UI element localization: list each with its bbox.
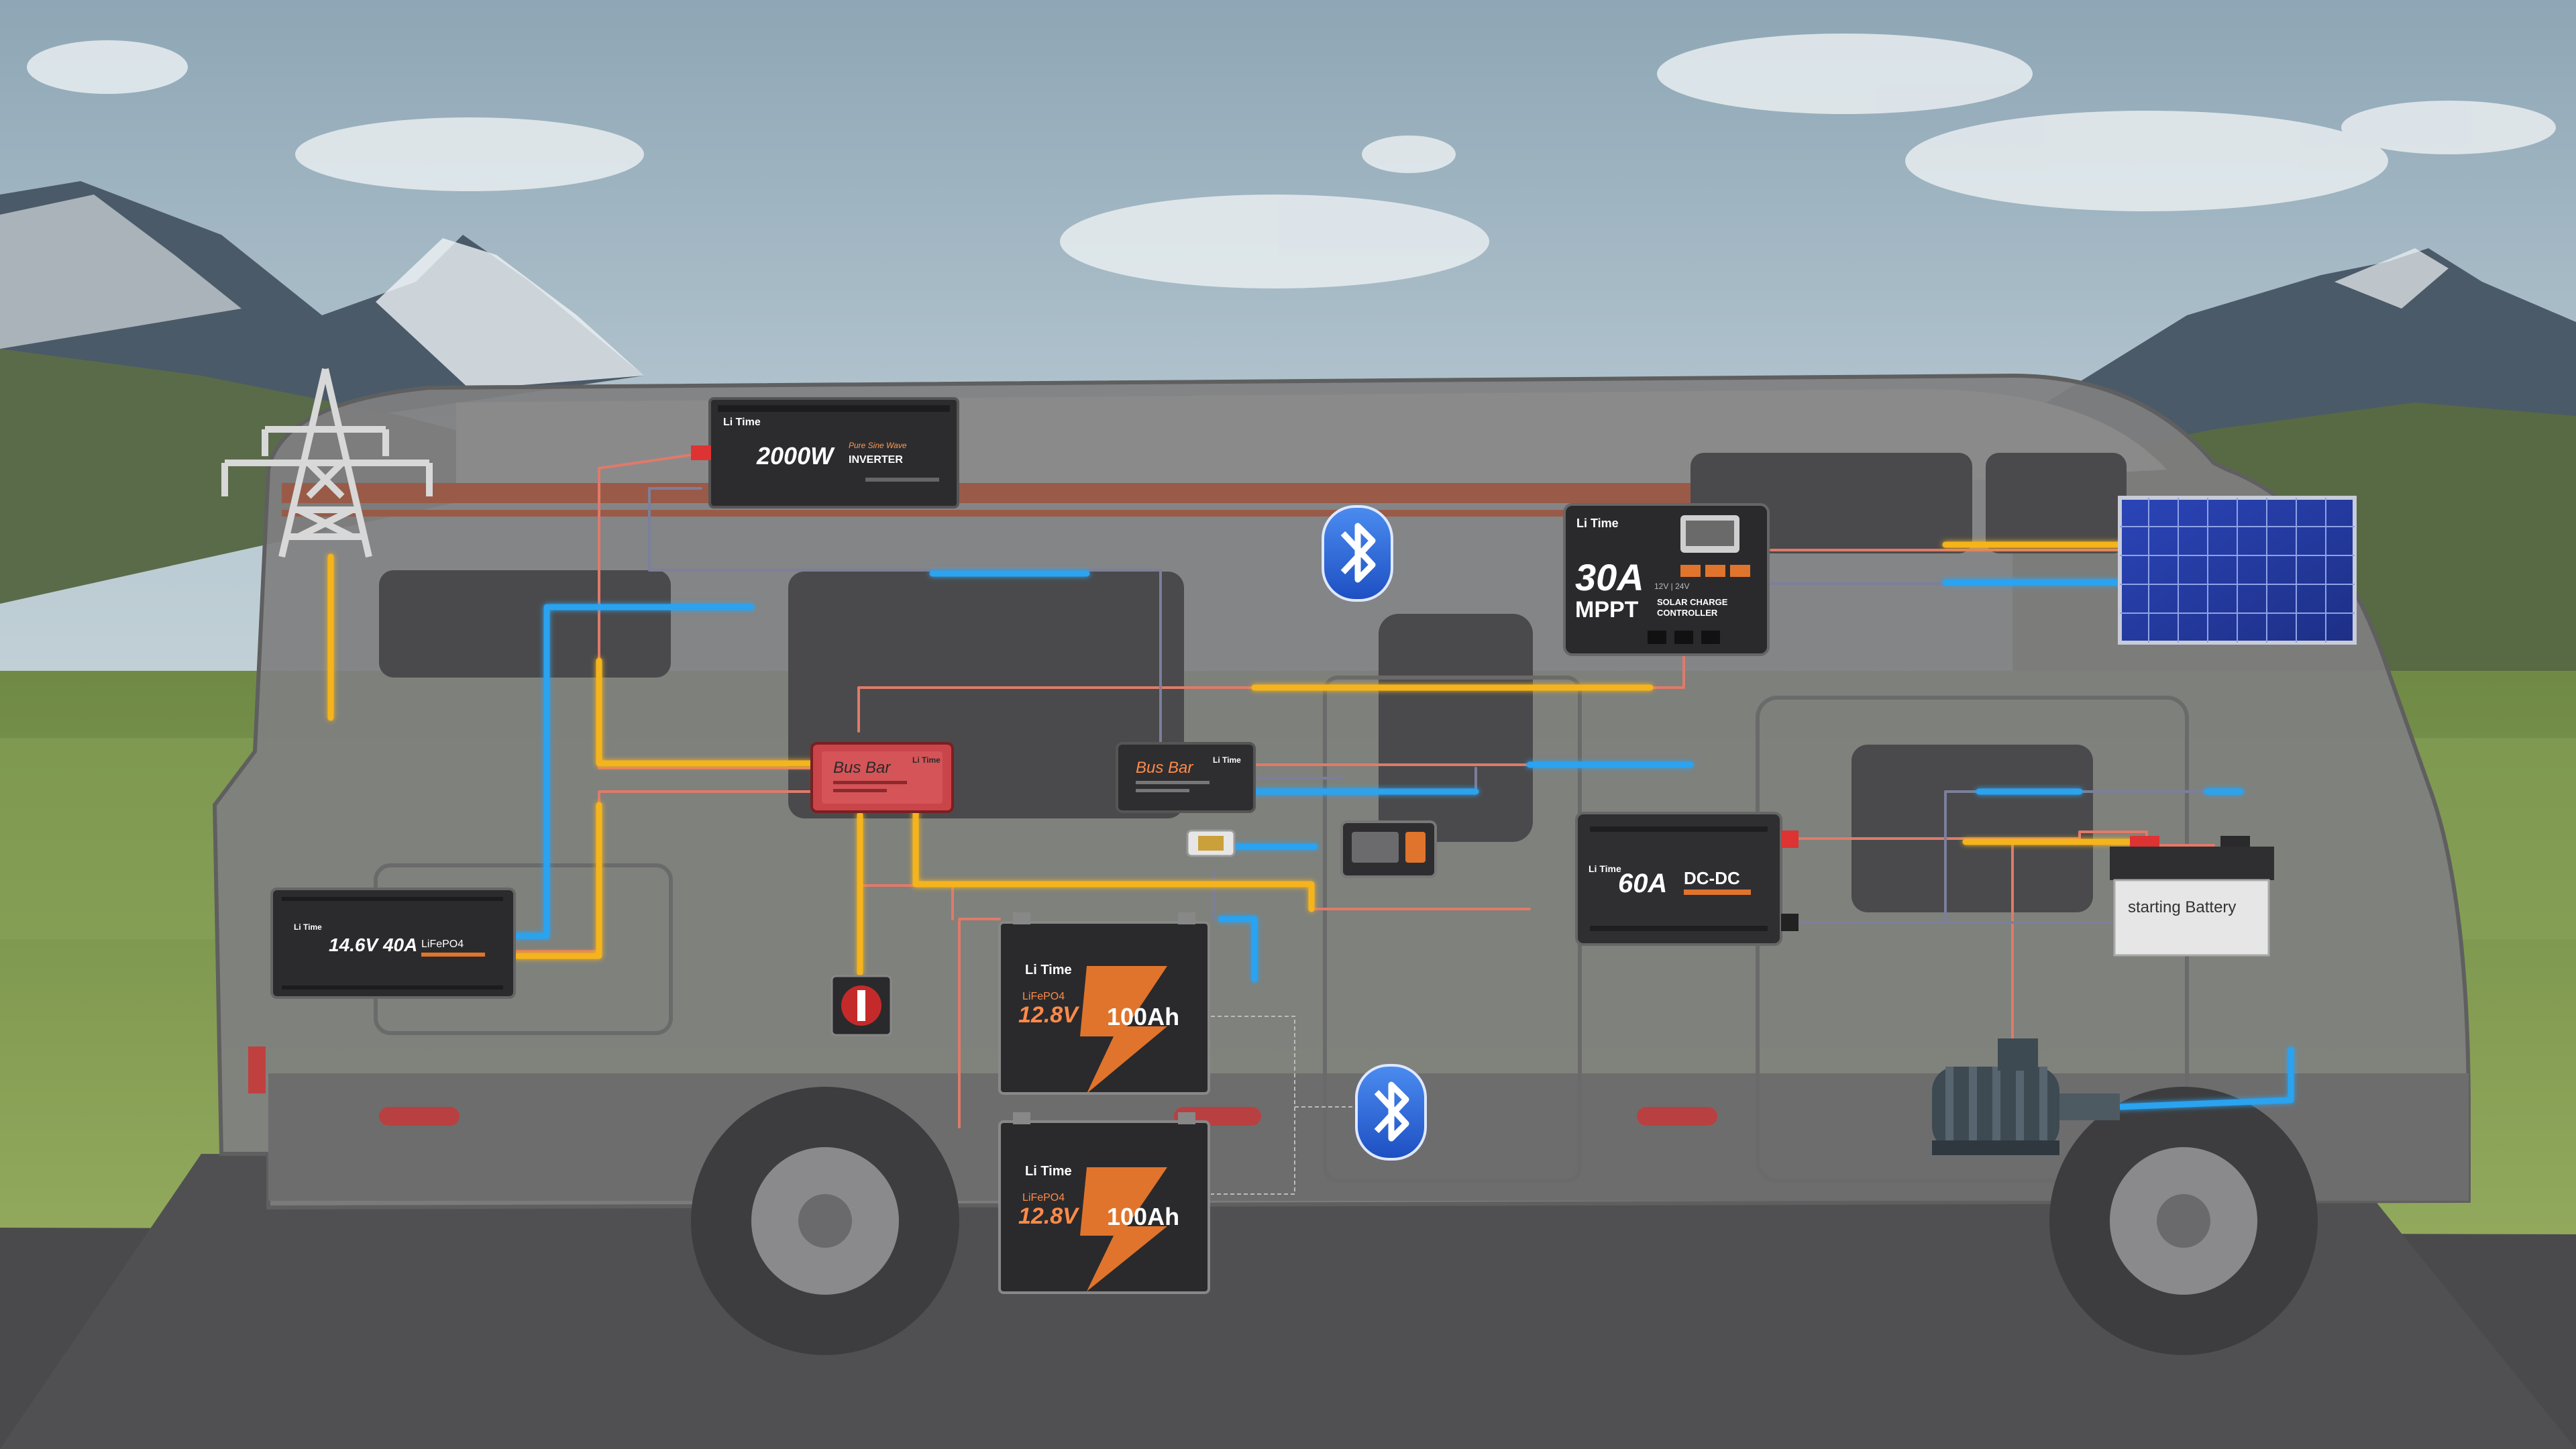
alternator-icon	[1932, 1038, 2120, 1155]
wheel-front	[2049, 1087, 2318, 1355]
mppt-desc2: CONTROLLER	[1657, 608, 1718, 618]
starting-battery-label: starting Battery	[2128, 898, 2236, 916]
mppt-amps: 30A	[1575, 556, 1644, 598]
battery-bottom-brand: Li Time	[1025, 1164, 1072, 1179]
solar-panel-icon	[2118, 496, 2357, 645]
wheel-rear	[691, 1087, 959, 1355]
inverter: Li Time 2000W Pure Sine Wave INVERTER	[691, 397, 959, 508]
charger-brand: Li Time	[294, 922, 322, 932]
battery-top-chem: LiFePO4	[1022, 991, 1065, 1002]
bluetooth-link-lines	[1211, 1016, 1355, 1195]
busbar-left: Bus Bar Li Time	[810, 742, 954, 813]
ac-charger: Li Time 14.6V 40A LiFePO4	[270, 888, 516, 999]
lifepo4-battery-top: Li Time LiFePO4 12.8V 100Ah	[998, 912, 1210, 1095]
charger-rating: 14.6V 40A	[329, 934, 417, 955]
dcdc-charger: Li Time 60A DC-DC	[1575, 812, 1799, 946]
battery-top-voltage: 12.8V	[1018, 1002, 1080, 1028]
busbar-left-brand: Li Time	[912, 755, 941, 765]
dcdc-brand: Li Time	[1589, 863, 1621, 874]
bluetooth-icon	[1355, 1064, 1427, 1161]
mppt-charge-controller: Li Time 30A MPPT 12V | 24V SOLAR CHARGE …	[1563, 503, 1770, 656]
battery-top-brand: Li Time	[1025, 963, 1072, 977]
inverter-type: INVERTER	[849, 454, 903, 466]
grid-tower-icon	[221, 368, 433, 558]
busbar-right-brand: Li Time	[1213, 755, 1241, 765]
battery-top-capacity: 100Ah	[1107, 1003, 1179, 1030]
battery-bottom-capacity: 100Ah	[1107, 1203, 1179, 1230]
lifepo4-battery-bottom: Li Time LiFePO4 12.8V 100Ah	[998, 1112, 1210, 1294]
fuse-icon	[1186, 829, 1236, 857]
bluetooth-icon	[1322, 505, 1393, 602]
mppt-desc1: SOLAR CHARGE	[1657, 597, 1728, 607]
dcdc-type: DC-DC	[1684, 868, 1740, 888]
battery-bottom-chem: LiFePO4	[1022, 1192, 1065, 1203]
battery-bottom-voltage: 12.8V	[1018, 1203, 1080, 1229]
inverter-brand: Li Time	[723, 417, 761, 428]
starting-battery: starting Battery	[2110, 836, 2274, 957]
mppt-model: MPPT	[1575, 597, 1639, 623]
busbar-left-label: Bus Bar	[833, 759, 891, 777]
battery-switch-icon	[830, 975, 892, 1036]
busbar-right-label: Bus Bar	[1136, 759, 1193, 777]
busbar-right: Bus Bar Li Time	[1116, 742, 1256, 813]
mppt-brand: Li Time	[1576, 517, 1619, 530]
monitor-icon	[1340, 820, 1437, 878]
mppt-volts: 12V | 24V	[1654, 582, 1690, 591]
inverter-power: 2000W	[756, 442, 835, 470]
dcdc-rating: 60A	[1618, 869, 1667, 898]
inverter-subtitle: Pure Sine Wave	[849, 441, 907, 450]
charger-chem: LiFePO4	[421, 938, 464, 950]
